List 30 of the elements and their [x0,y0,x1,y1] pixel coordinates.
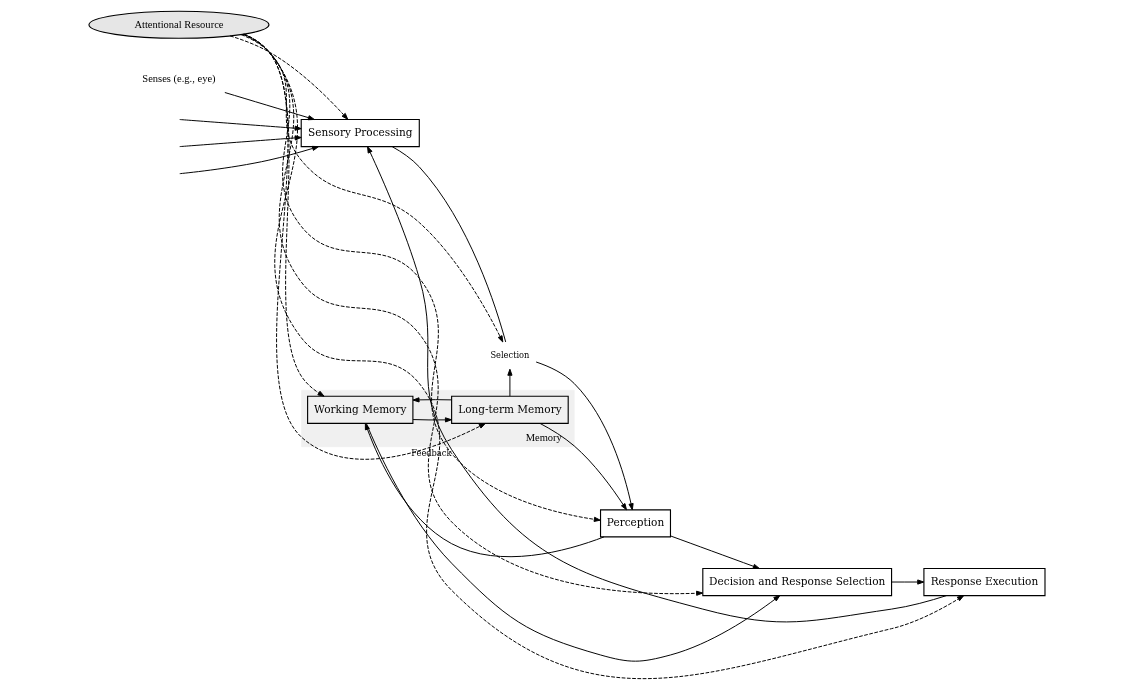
arrow [539,422,627,511]
node-box: Decision and Response Selection [702,567,893,597]
arrow [243,33,325,397]
arrow [179,135,302,148]
node-text: Senses (e.g., eye) [142,72,216,84]
arrow [229,35,349,120]
connector [391,146,507,343]
arrow [243,33,965,679]
arrow [507,368,513,397]
arrow [412,397,452,403]
arrow [224,92,315,121]
node-text: Selection [490,349,530,360]
arrow [670,535,760,569]
arrow [412,417,452,423]
node-box: Working Memory [307,395,414,424]
node-box: Perception [599,509,672,538]
node-box: Sensory Processing [300,118,420,148]
arrow [242,33,601,522]
node-box: Response Execution [923,567,1046,597]
arrow [179,119,302,131]
arrow [891,579,925,585]
arrow [242,33,704,596]
node-box: Long-term Memory [451,395,569,424]
arrow [243,33,486,460]
edge-label: Feedback [411,448,452,459]
arrow [535,361,634,511]
arrow [240,34,504,343]
arrow [179,145,320,175]
node-ellipse: Attentional Resource [88,10,270,39]
arrow [367,146,948,623]
